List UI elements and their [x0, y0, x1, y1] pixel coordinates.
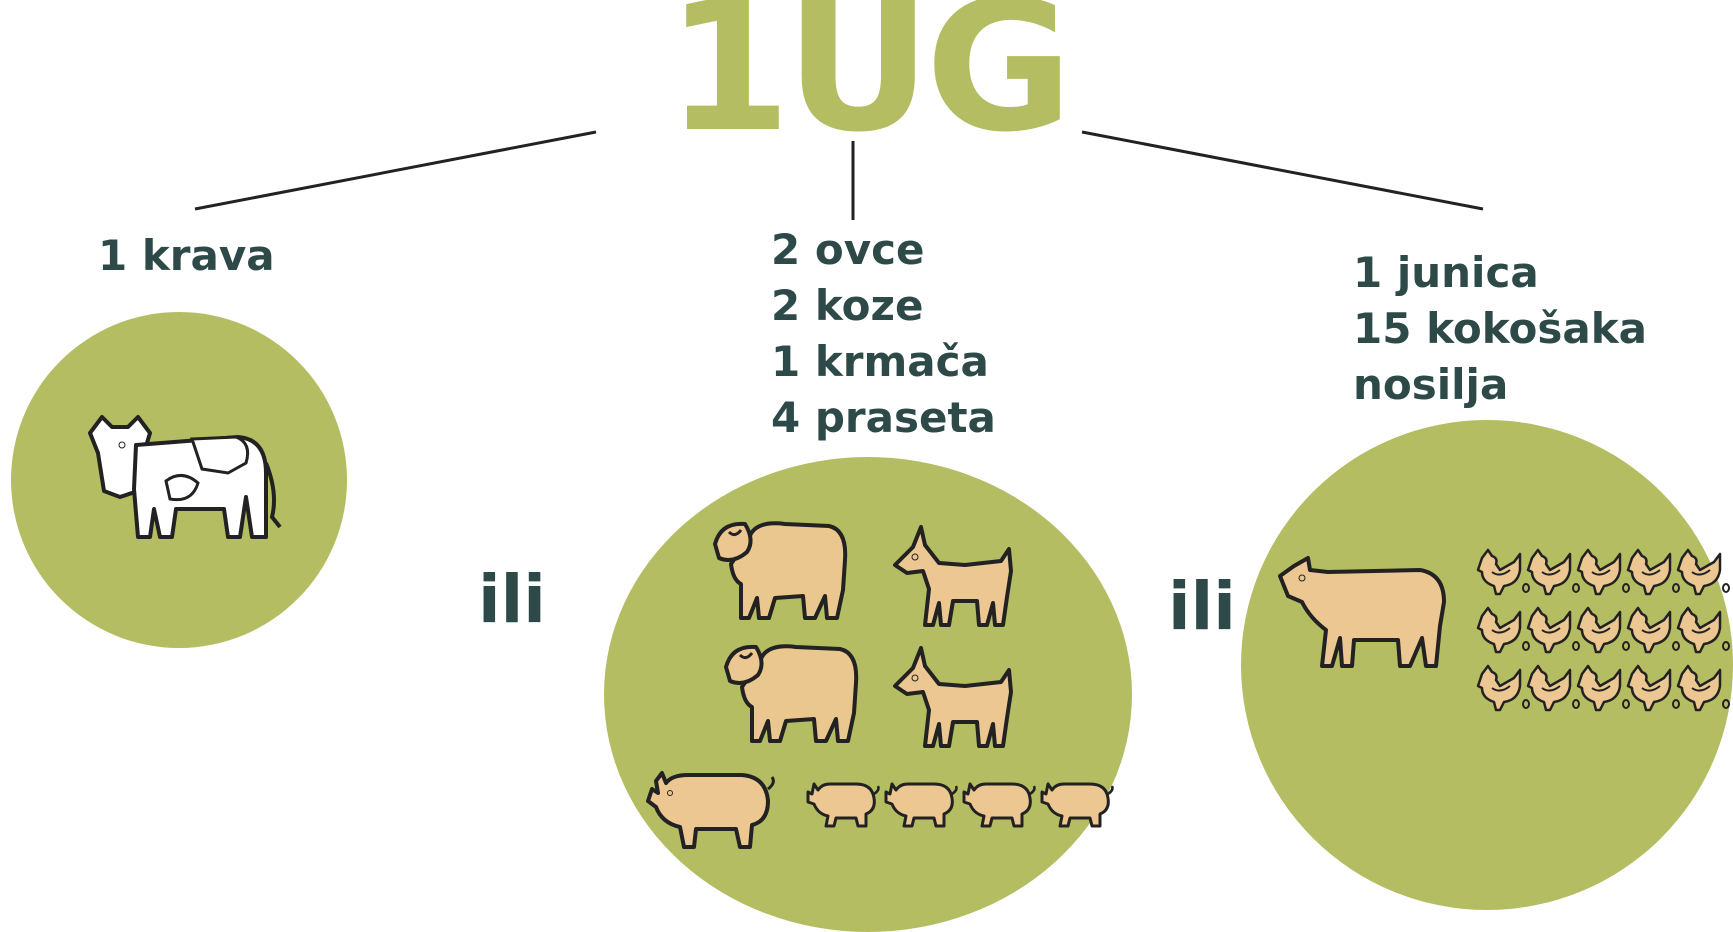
option-2-line: 1 krmača	[771, 337, 989, 386]
connector-right	[1081, 130, 1484, 211]
option-2-line: 2 koze	[771, 281, 924, 330]
option-2-line: 4 praseta	[771, 393, 996, 442]
option-3-line: 15 kokošaka	[1353, 304, 1647, 353]
separator-or-2: ili	[1168, 568, 1236, 645]
option-2-label: 2 ovce 2 koze 1 krmača 4 praseta	[771, 222, 996, 446]
option-1-line: 1 krava	[98, 231, 275, 280]
option-3-circle	[1241, 420, 1733, 910]
separator-or-1: ili	[478, 561, 546, 638]
option-1-circle	[11, 312, 347, 648]
option-2-circle	[604, 457, 1132, 932]
option-3-line: 1 junica	[1353, 248, 1539, 297]
option-1-label: 1 krava	[98, 228, 275, 284]
page-title: 1UG	[665, 0, 1073, 172]
option-3-line: nosilja	[1353, 360, 1509, 409]
option-3-label: 1 junica 15 kokošaka nosilja	[1353, 245, 1647, 413]
connector-left	[194, 130, 597, 211]
option-2-line: 2 ovce	[771, 225, 925, 274]
